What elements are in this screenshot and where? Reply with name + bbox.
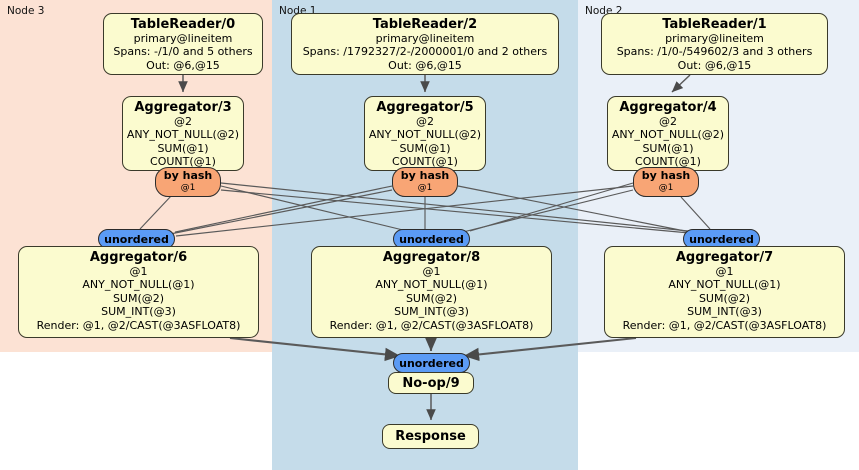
- aggregator-8-line-3: SUM(@2): [405, 291, 458, 305]
- processor-tablereader-2[interactable]: TableReader/2 primary@lineitem Spans: /1…: [291, 13, 559, 75]
- tablereader-0-line-3: Out: @6,@15: [146, 58, 220, 72]
- tablereader-0-line-2: Spans: -/1/0 and 5 others: [113, 45, 253, 59]
- processor-aggregator-3[interactable]: Aggregator/3 @2 ANY_NOT_NULL(@2) SUM(@1)…: [122, 96, 244, 171]
- router-by-hash-aggregator-5[interactable]: by hash @1: [392, 167, 458, 197]
- processor-tablereader-0[interactable]: TableReader/0 primary@lineitem Spans: -/…: [103, 13, 263, 75]
- tablereader-2-line-3: Out: @6,@15: [388, 58, 462, 72]
- aggregator-8-render: Render: @1, @2/CAST(@3ASFLOAT8): [329, 318, 534, 332]
- tablereader-2-title: TableReader/2: [372, 17, 478, 32]
- tablereader-1-line-3: Out: @6,@15: [677, 58, 752, 72]
- aggregator-8-title: Aggregator/8: [382, 250, 481, 265]
- processor-aggregator-4[interactable]: Aggregator/4 @2 ANY_NOT_NULL(@2) SUM(@1)…: [607, 96, 729, 171]
- tablereader-0-title: TableReader/0: [130, 17, 236, 32]
- processor-aggregator-8[interactable]: Aggregator/8 @1 ANY_NOT_NULL(@1) SUM(@2)…: [311, 246, 552, 338]
- receiver-unordered-aggregator-7[interactable]: unordered: [683, 229, 760, 249]
- router-by-hash-aggregator-5-label: by hash: [400, 169, 450, 182]
- aggregator-6-render: Render: @1, @2/CAST(@3ASFLOAT8): [36, 318, 241, 332]
- aggregator-7-line-1: @1: [715, 265, 734, 278]
- aggregator-7-title: Aggregator/7: [675, 250, 774, 265]
- node-response[interactable]: Response: [382, 424, 479, 449]
- router-by-hash-aggregator-3-label: by hash: [163, 169, 213, 182]
- router-by-hash-aggregator-4-column: @1: [658, 182, 674, 193]
- router-by-hash-aggregator-3[interactable]: by hash @1: [155, 167, 221, 197]
- receiver-unordered-aggregator-6[interactable]: unordered: [98, 229, 175, 249]
- tablereader-2-line-2: Spans: /1792327/2-/2000001/0 and 2 other…: [302, 45, 548, 59]
- aggregator-3-line-4: COUNT(@1): [150, 155, 216, 169]
- aggregator-3-line-2: ANY_NOT_NULL(@2): [126, 128, 240, 142]
- aggregator-4-title: Aggregator/4: [619, 100, 717, 115]
- aggregator-6-title: Aggregator/6: [89, 250, 188, 265]
- tablereader-2-line-1: primary@lineitem: [375, 32, 475, 45]
- aggregator-7-render: Render: @1, @2/CAST(@3ASFLOAT8): [622, 318, 827, 332]
- router-by-hash-aggregator-4[interactable]: by hash @1: [633, 167, 699, 197]
- aggregator-6-line-4: SUM_INT(@3): [101, 305, 176, 319]
- processor-noop-9[interactable]: No-op/9: [388, 372, 474, 394]
- tablereader-1-line-1: primary@lineitem: [665, 32, 764, 45]
- aggregator-7-line-2: ANY_NOT_NULL(@1): [668, 278, 781, 292]
- tablereader-1-line-2: Spans: /1/0-/549602/3 and 3 others: [616, 45, 813, 59]
- receiver-unordered-final[interactable]: unordered: [393, 353, 470, 373]
- aggregator-4-line-4: COUNT(@1): [635, 155, 701, 169]
- aggregator-5-line-3: SUM(@1): [399, 141, 451, 155]
- aggregator-7-line-4: SUM_INT(@3): [687, 305, 762, 319]
- processor-tablereader-1[interactable]: TableReader/1 primary@lineitem Spans: /1…: [601, 13, 828, 75]
- aggregator-8-line-1: @1: [422, 265, 441, 278]
- aggregator-6-line-3: SUM(@2): [112, 291, 165, 305]
- aggregator-5-line-4: COUNT(@1): [392, 155, 458, 169]
- tablereader-0-line-1: primary@lineitem: [133, 32, 233, 45]
- aggregator-3-line-1: @2: [174, 115, 192, 128]
- processor-aggregator-5[interactable]: Aggregator/5 @2 ANY_NOT_NULL(@2) SUM(@1)…: [364, 96, 486, 171]
- aggregator-7-line-3: SUM(@2): [698, 291, 751, 305]
- router-by-hash-aggregator-5-column: @1: [417, 182, 433, 193]
- aggregator-5-line-1: @2: [416, 115, 434, 128]
- aggregator-4-line-3: SUM(@1): [642, 141, 694, 155]
- router-by-hash-aggregator-3-column: @1: [180, 182, 196, 193]
- tablereader-1-title: TableReader/1: [662, 17, 767, 32]
- aggregator-5-title: Aggregator/5: [376, 100, 474, 115]
- processor-aggregator-6[interactable]: Aggregator/6 @1 ANY_NOT_NULL(@1) SUM(@2)…: [18, 246, 259, 338]
- aggregator-4-line-1: @2: [659, 115, 677, 128]
- router-by-hash-aggregator-4-label: by hash: [641, 169, 691, 182]
- processor-aggregator-7[interactable]: Aggregator/7 @1 ANY_NOT_NULL(@1) SUM(@2)…: [604, 246, 845, 338]
- region-label-node3: Node 3: [7, 5, 45, 17]
- aggregator-8-line-4: SUM_INT(@3): [394, 305, 469, 319]
- aggregator-4-line-2: ANY_NOT_NULL(@2): [611, 128, 725, 142]
- aggregator-3-title: Aggregator/3: [134, 100, 232, 115]
- aggregator-8-line-2: ANY_NOT_NULL(@1): [375, 278, 488, 292]
- aggregator-6-line-2: ANY_NOT_NULL(@1): [82, 278, 195, 292]
- aggregator-5-line-2: ANY_NOT_NULL(@2): [368, 128, 482, 142]
- aggregator-6-line-1: @1: [129, 265, 148, 278]
- aggregator-3-line-3: SUM(@1): [157, 141, 209, 155]
